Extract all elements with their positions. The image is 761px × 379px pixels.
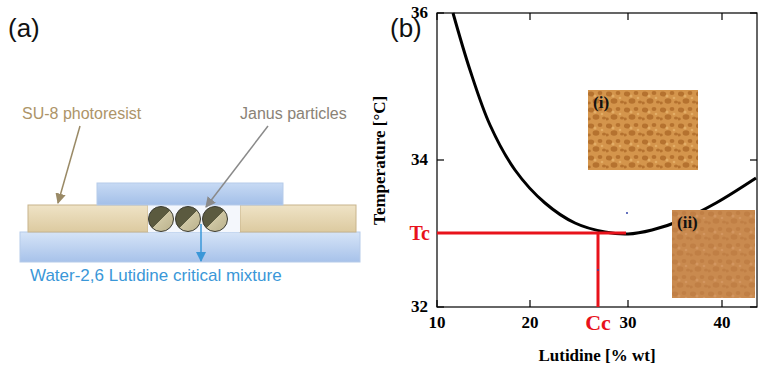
- tick-label: 32: [411, 298, 428, 317]
- tick-label: 30: [620, 314, 637, 333]
- critical-temperature: Tc: [410, 222, 430, 244]
- tick-label: 34: [411, 151, 428, 170]
- panel-letter: (a): [8, 14, 40, 43]
- axis-title: Lutidine [% wt]: [538, 347, 655, 366]
- tick-label: 10: [429, 314, 446, 333]
- axis-title: Temperature [°C]: [372, 95, 391, 224]
- coexistence-curve: [453, 13, 756, 234]
- part-label: SU-8 photoresist: [22, 105, 141, 123]
- micrograph-inset: (ii): [672, 210, 755, 298]
- part-label: Water-2,6 Lutidine critical mixture: [30, 267, 282, 286]
- tick-label: 36: [411, 4, 428, 23]
- critical-concentration: Cc: [585, 311, 611, 335]
- micrograph-inset: (i): [588, 90, 698, 170]
- sample-cell: [20, 126, 360, 262]
- inset-label: (i): [593, 93, 609, 113]
- inset-label: (ii): [677, 213, 698, 233]
- tick-label: 40: [714, 314, 731, 333]
- tick-label: 20: [522, 314, 539, 333]
- part-label: Janus particles: [240, 105, 347, 123]
- phase-diagram: [437, 13, 757, 307]
